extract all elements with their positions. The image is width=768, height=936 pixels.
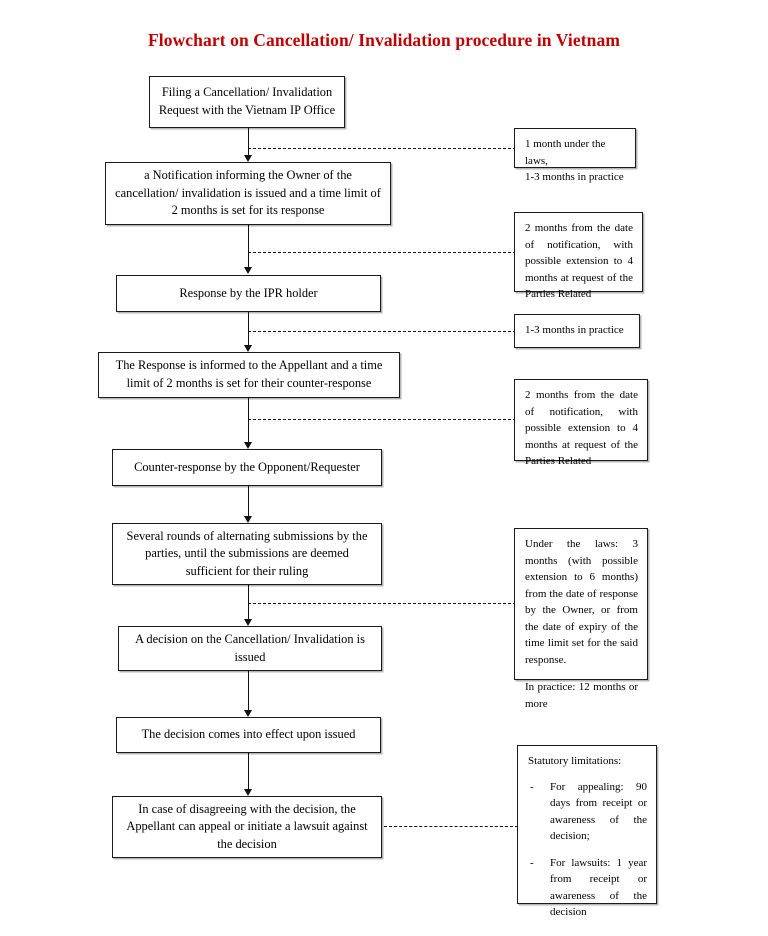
flow-node-counter-response-label: Counter-response by the Opponent/Request… xyxy=(134,459,360,474)
list-item-text: For appealing: 90 days from receipt or a… xyxy=(550,780,647,843)
flow-node-decision-effect-label: The decision comes into effect upon issu… xyxy=(141,727,356,742)
note-box-statutory-limitations[interactable]: Statutory limitations: - For appealing: … xyxy=(517,745,657,918)
note-box-timeline-5-para2: In practice: 12 months or more xyxy=(525,681,638,710)
list-item: - For lawsuits: 1 year from receipt or a… xyxy=(528,855,647,921)
flow-node-filing-label: Filing a Cancellation/ Invalidation Requ… xyxy=(158,85,336,117)
list-item: - For appealing: 90 days from receipt or… xyxy=(528,779,647,845)
flow-node-decision-issued-label: A decision on the Cancellation/ Invalida… xyxy=(135,631,365,664)
arrowhead-effect-to-appeal xyxy=(243,789,252,796)
note-box-timeline-2[interactable]: 2 months from the date of notification, … xyxy=(514,212,643,300)
connector-notification-to-response xyxy=(248,225,249,267)
dashed-connector-note1 xyxy=(248,148,516,149)
note-box-timeline-5-para1: Under the laws: 3 months (with possible … xyxy=(525,538,638,666)
dashed-connector-note6 xyxy=(384,826,518,827)
note-box-timeline-1-line1: 1 month under the laws, xyxy=(525,138,606,167)
dashed-connector-note5 xyxy=(248,603,516,604)
note-box-timeline-5[interactable]: Under the laws: 3 months (with possible … xyxy=(514,528,648,710)
connector-effect-to-appeal xyxy=(248,753,249,789)
note-box-timeline-4[interactable]: 2 months from the date of notification, … xyxy=(514,379,648,467)
flow-node-response-informed[interactable]: The Response is informed to the Appellan… xyxy=(98,352,400,398)
flow-node-notification-label: a Notification informing the Owner of th… xyxy=(115,168,381,218)
flow-node-several-rounds[interactable]: Several rounds of alternating submission… xyxy=(112,523,382,585)
flow-node-appeal[interactable]: In case of disagreeing with the decision… xyxy=(112,796,382,858)
flow-node-several-rounds-label: Several rounds of alternating submission… xyxy=(126,528,368,578)
arrowhead-filing-to-notification xyxy=(243,155,252,162)
arrowhead-informed-to-counter xyxy=(243,442,252,449)
flow-node-filing[interactable]: Filing a Cancellation/ Invalidation Requ… xyxy=(149,76,345,128)
note-box-timeline-2-text: 2 months from the date of notification, … xyxy=(525,222,633,300)
bullet-dash-icon: - xyxy=(530,856,534,869)
note-box-timeline-4-text: 2 months from the date of notification, … xyxy=(525,389,638,467)
connector-filing-to-notification xyxy=(248,128,249,155)
arrowhead-response-to-informed xyxy=(243,345,252,352)
note-box-timeline-1[interactable]: 1 month under the laws, 1-3 months in pr… xyxy=(514,128,636,183)
arrowhead-counter-to-several xyxy=(243,516,252,523)
note-box-timeline-3-text: 1-3 months in practice xyxy=(525,324,624,336)
flow-node-response-ipr[interactable]: Response by the IPR holder xyxy=(116,275,381,312)
dashed-connector-note3 xyxy=(248,331,516,332)
flow-node-decision-issued[interactable]: A decision on the Cancellation/ Invalida… xyxy=(118,626,382,671)
arrowhead-notification-to-response xyxy=(243,267,252,274)
list-item-text: For lawsuits: 1 year from receipt or awa… xyxy=(550,856,647,919)
flow-node-notification[interactable]: a Notification informing the Owner of th… xyxy=(105,162,391,225)
page-title: Flowchart on Cancellation/ Invalidation … xyxy=(147,30,621,50)
flow-node-counter-response[interactable]: Counter-response by the Opponent/Request… xyxy=(112,449,382,486)
note-box-timeline-3[interactable]: 1-3 months in practice xyxy=(514,314,640,348)
flow-node-appeal-label: In case of disagreeing with the decision… xyxy=(126,801,368,851)
connector-counter-to-several xyxy=(248,486,249,516)
arrowhead-several-to-decision xyxy=(243,619,252,626)
connector-decision-to-effect xyxy=(248,671,249,710)
statutory-limitations-list: - For appealing: 90 days from receipt or… xyxy=(528,779,647,921)
note-box-timeline-1-line2: 1-3 months in practice xyxy=(525,171,624,183)
connector-several-to-decision xyxy=(248,585,249,619)
dashed-connector-note4 xyxy=(248,419,516,420)
flow-node-decision-effect[interactable]: The decision comes into effect upon issu… xyxy=(116,717,381,753)
connector-informed-to-counter xyxy=(248,398,249,442)
flow-node-response-ipr-label: Response by the IPR holder xyxy=(179,285,318,300)
note-box-statutory-heading: Statutory limitations: xyxy=(528,755,622,767)
bullet-dash-icon: - xyxy=(530,780,534,793)
dashed-connector-note2 xyxy=(248,252,516,253)
arrowhead-decision-to-effect xyxy=(243,710,252,717)
connector-response-to-informed xyxy=(248,312,249,345)
flow-node-response-informed-label: The Response is informed to the Appellan… xyxy=(115,358,383,390)
